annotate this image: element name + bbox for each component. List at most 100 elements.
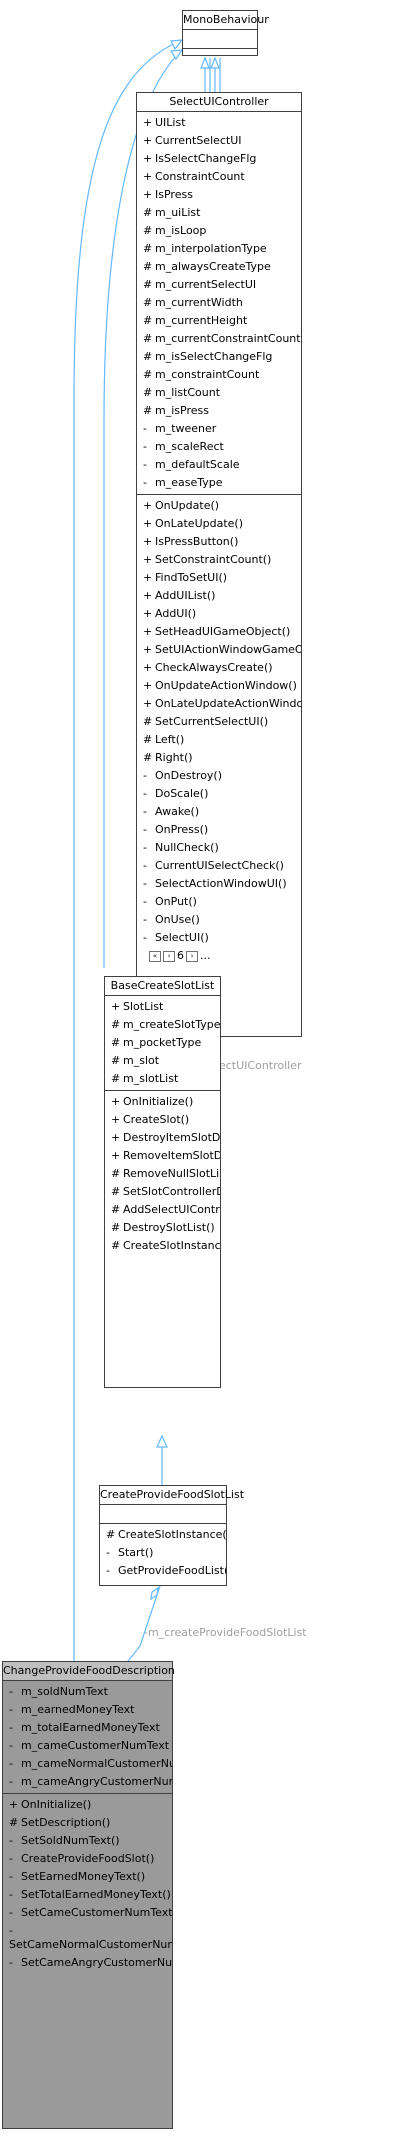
member-row[interactable]: +SlotList xyxy=(105,998,220,1016)
class-monobehaviour[interactable]: MonoBehaviour xyxy=(182,10,269,56)
member-row[interactable]: +OnInitialize() xyxy=(3,1796,172,1814)
member-row[interactable]: -DoScale() xyxy=(137,785,301,803)
member-row[interactable]: +SetConstraintCount() xyxy=(137,551,301,569)
member-row[interactable]: +RemoveItemSlotData() xyxy=(105,1147,220,1165)
member-row[interactable]: #SetDescription() xyxy=(3,1814,172,1832)
member-row[interactable]: +CheckAlwaysCreate() xyxy=(137,659,301,677)
member-row[interactable]: +ConstraintCount xyxy=(137,168,301,186)
member-row[interactable]: -Awake() xyxy=(137,803,301,821)
member-row[interactable]: +SetUIActionWindowGameObject() xyxy=(137,641,301,659)
class-selectuicontroller[interactable]: SelectUIController +UIList+CurrentSelect… xyxy=(136,92,302,1037)
member-row[interactable]: #m_createSlotType xyxy=(105,1016,220,1034)
member-row[interactable]: -GetProvideFoodList() xyxy=(100,1562,226,1580)
visibility-marker: + xyxy=(143,499,153,512)
member-row[interactable]: #m_isPress xyxy=(137,402,301,420)
member-row[interactable]: -SetTotalEarnedMoneyText() xyxy=(3,1886,172,1904)
member-row[interactable]: #m_uiList xyxy=(137,204,301,222)
member-row[interactable]: #SetCurrentSelectUI() xyxy=(137,713,301,731)
member-row[interactable]: +FindToSetUI() xyxy=(137,569,301,587)
member-row[interactable]: #m_slotList xyxy=(105,1070,220,1088)
member-row[interactable]: -m_easeType xyxy=(137,474,301,492)
member-row[interactable]: +IsPressButton() xyxy=(137,533,301,551)
member-name: IsPressButton() xyxy=(155,535,239,548)
member-row[interactable]: #m_alwaysCreateType xyxy=(137,258,301,276)
arrowhead-mono-c xyxy=(169,49,184,61)
member-name: CheckAlwaysCreate() xyxy=(155,661,273,674)
member-row[interactable]: +OnLateUpdateActionWindow() xyxy=(137,695,301,713)
visibility-marker: - xyxy=(9,1703,13,1716)
member-row[interactable]: -SetSoldNumText() xyxy=(3,1832,172,1850)
member-row[interactable]: +UIList xyxy=(137,114,301,132)
member-row[interactable]: -m_tweener xyxy=(137,420,301,438)
member-row[interactable]: +AddUI() xyxy=(137,605,301,623)
visibility-marker: - xyxy=(9,1906,13,1919)
member-row[interactable]: #m_currentWidth xyxy=(137,294,301,312)
member-row[interactable]: -SetEarnedMoneyText() xyxy=(3,1868,172,1886)
class-basecreateslotlist[interactable]: BaseCreateSlotList +SlotList#m_createSlo… xyxy=(104,976,221,1388)
member-row[interactable]: +OnLateUpdate() xyxy=(137,515,301,533)
member-name: m_cameAngryCustomerNumText xyxy=(21,1775,172,1788)
member-row[interactable]: +CurrentSelectUI xyxy=(137,132,301,150)
member-row[interactable]: -OnDestroy() xyxy=(137,767,301,785)
member-row[interactable]: -CurrentUISelectCheck() xyxy=(137,857,301,875)
visibility-marker: - xyxy=(143,769,147,782)
member-row[interactable]: -Start() xyxy=(100,1544,226,1562)
member-row[interactable]: #Left() xyxy=(137,731,301,749)
member-row[interactable]: -m_scaleRect xyxy=(137,438,301,456)
visibility-marker: - xyxy=(143,823,147,836)
member-row[interactable]: -CreateProvideFoodSlot() xyxy=(3,1850,172,1868)
visibility-marker: # xyxy=(143,332,153,345)
member-row[interactable]: -OnPress() xyxy=(137,821,301,839)
member-row[interactable]: #m_listCount xyxy=(137,384,301,402)
member-row[interactable]: +AddUIList() xyxy=(137,587,301,605)
member-row[interactable]: #m_currentHeight xyxy=(137,312,301,330)
member-row[interactable]: +DestroyItemSlotData() xyxy=(105,1129,220,1147)
member-row[interactable]: #m_interpolationType xyxy=(137,240,301,258)
member-row[interactable]: -m_cameCustomerNumText xyxy=(3,1737,172,1755)
member-row[interactable]: #m_slot xyxy=(105,1052,220,1070)
member-row[interactable]: -SelectUI() xyxy=(137,929,301,947)
member-row[interactable]: +OnUpdateActionWindow() xyxy=(137,677,301,695)
member-row[interactable]: -m_earnedMoneyText xyxy=(3,1701,172,1719)
member-row[interactable]: #m_currentSelectUI xyxy=(137,276,301,294)
member-row[interactable]: -SetCameNormalCustomerNumText() xyxy=(3,1922,172,1954)
visibility-marker: + xyxy=(9,1798,19,1811)
visibility-marker: + xyxy=(143,697,153,710)
member-row[interactable]: -NullCheck() xyxy=(137,839,301,857)
member-name: ConstraintCount xyxy=(155,170,245,183)
member-row[interactable]: -m_totalEarnedMoneyText xyxy=(3,1719,172,1737)
member-row[interactable]: +IsSelectChangeFlg xyxy=(137,150,301,168)
member-row[interactable]: +OnUpdate() xyxy=(137,497,301,515)
more-members-indicator[interactable]: «‹6›... xyxy=(137,947,301,965)
visibility-marker: - xyxy=(143,913,147,926)
class-changeprovidefooddescription[interactable]: ChangeProvideFoodDescription -m_soldNumT… xyxy=(2,1661,175,2129)
member-row[interactable]: #m_constraintCount xyxy=(137,366,301,384)
member-name: SlotList xyxy=(123,1000,164,1013)
member-row[interactable]: -SetCameAngryCustomerNumText() xyxy=(3,1954,172,1972)
member-row[interactable]: #Right() xyxy=(137,749,301,767)
member-name: DestroyItemSlotData() xyxy=(123,1131,220,1144)
member-row[interactable]: +SetHeadUIGameObject() xyxy=(137,623,301,641)
member-row[interactable]: +CreateSlot() xyxy=(105,1111,220,1129)
member-row[interactable]: -m_defaultScale xyxy=(137,456,301,474)
member-row[interactable]: -SelectActionWindowUI() xyxy=(137,875,301,893)
member-row[interactable]: -OnPut() xyxy=(137,893,301,911)
member-row[interactable]: #RemoveNullSlotList() xyxy=(105,1165,220,1183)
member-row[interactable]: -m_cameNormalCustomerNumText xyxy=(3,1755,172,1773)
member-row[interactable]: -m_cameAngryCustomerNumText xyxy=(3,1773,172,1791)
member-row[interactable]: #AddSelectUIControler() xyxy=(105,1201,220,1219)
member-row[interactable]: #m_isLoop xyxy=(137,222,301,240)
member-row[interactable]: -SetCameCustomerNumText() xyxy=(3,1904,172,1922)
class-createprovidefoodslotlist[interactable]: CreateProvideFoodSlotList #CreateSlotIns… xyxy=(99,1485,244,1586)
member-row[interactable]: #m_isSelectChangeFlg xyxy=(137,348,301,366)
member-row[interactable]: #SetSlotControllerData() xyxy=(105,1183,220,1201)
member-row[interactable]: +IsPress xyxy=(137,186,301,204)
member-row[interactable]: #m_currentConstraintCount xyxy=(137,330,301,348)
member-row[interactable]: #CreateSlotInstance() xyxy=(105,1237,220,1255)
member-row[interactable]: +OnInitialize() xyxy=(105,1093,220,1111)
member-row[interactable]: -OnUse() xyxy=(137,911,301,929)
member-row[interactable]: -m_soldNumText xyxy=(3,1683,172,1701)
member-row[interactable]: #DestroySlotList() xyxy=(105,1219,220,1237)
member-row[interactable]: #m_pocketType xyxy=(105,1034,220,1052)
member-row[interactable]: #CreateSlotInstance() xyxy=(100,1526,226,1544)
